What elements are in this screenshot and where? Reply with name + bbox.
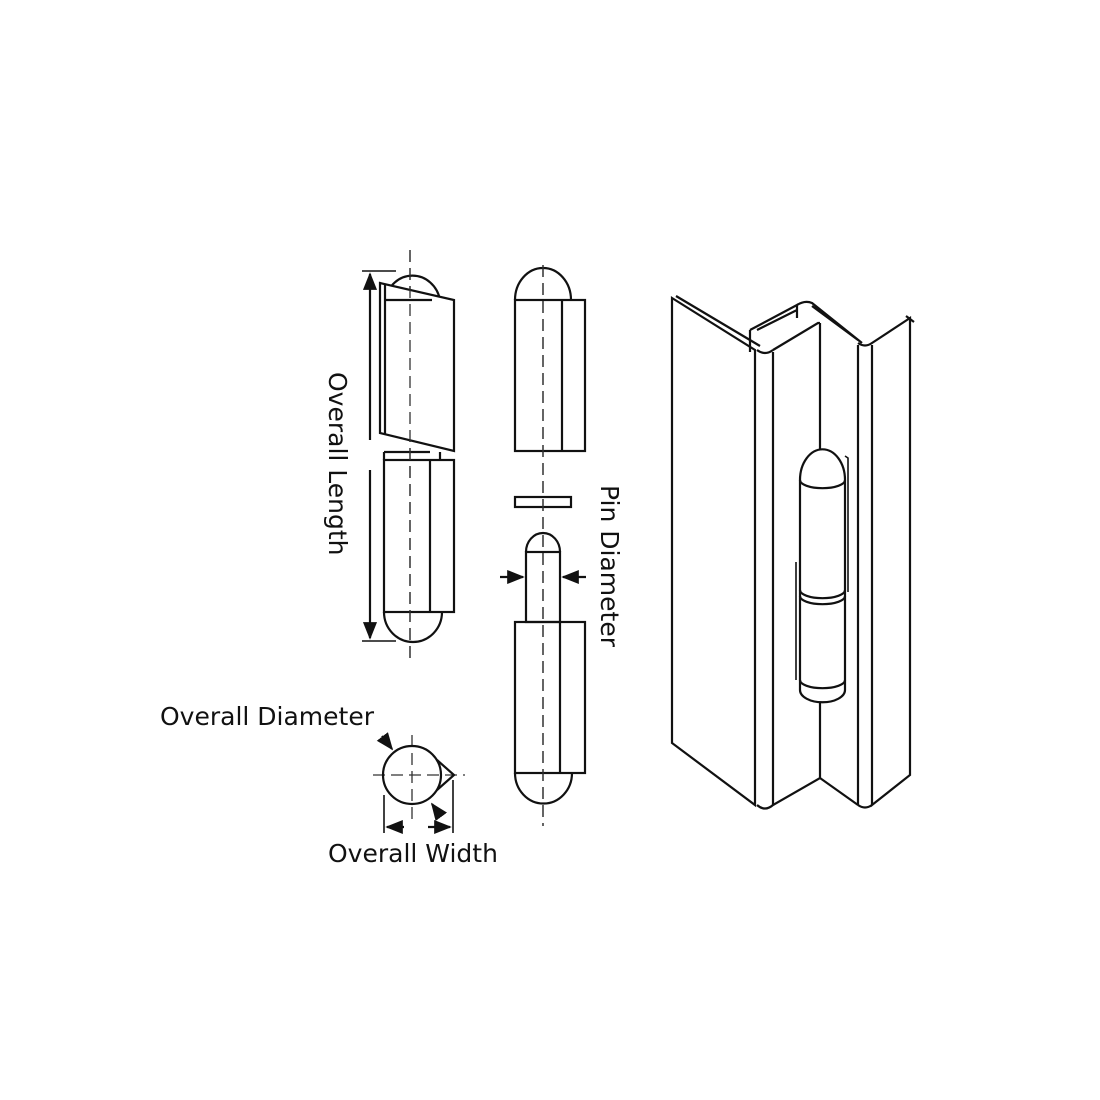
female-barrel — [513, 298, 587, 453]
overall-diameter-label: Overall Diameter — [160, 702, 375, 731]
diameter-arrow-top — [376, 732, 394, 751]
exploded-hinge-view — [500, 265, 587, 826]
cross-section-view — [373, 732, 465, 835]
barrel-section — [381, 744, 443, 806]
assembled-hinge-view — [362, 250, 456, 662]
male-dome — [513, 772, 574, 805]
male-barrel — [513, 620, 587, 775]
pin-diameter-label: Pin Diameter — [595, 485, 624, 647]
upper-leaf — [378, 281, 456, 453]
bottom-dome — [382, 611, 444, 644]
overall-length-label: Overall Length — [323, 372, 352, 556]
overall-width-label: Overall Width — [328, 839, 498, 868]
leaf-tip — [436, 759, 456, 791]
mounted-hinge-isometric — [670, 295, 915, 810]
hinge-knuckle — [798, 448, 847, 704]
lower-barrel — [382, 458, 456, 614]
left-frame-panel — [670, 296, 757, 808]
pin-tip — [524, 531, 562, 553]
diameter-arrow-bottom — [430, 802, 448, 821]
